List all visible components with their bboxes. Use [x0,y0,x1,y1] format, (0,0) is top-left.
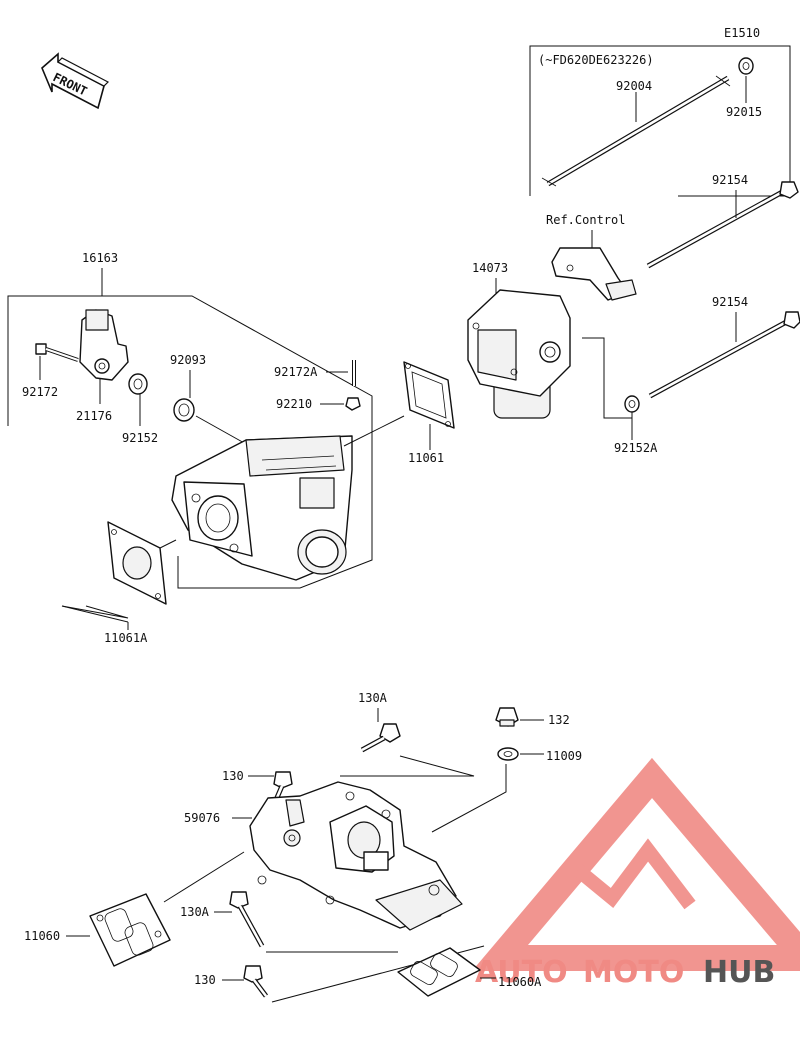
label-92154-lower: 92154 [712,295,748,309]
gasket-11061A [107,521,167,605]
label-92152: 92152 [122,431,158,445]
label-11060: 11060 [24,929,60,943]
bolt-130-bottom [243,965,268,998]
bolt-132 [495,707,519,727]
bolt-92154-lower [648,311,800,399]
throttle-position-sensor [79,309,129,381]
ref-control-label: Ref.Control [546,213,625,227]
serial-box [529,45,791,197]
label-92172A: 92172A [274,365,318,379]
label-130-bottom: 130 [194,973,216,987]
label-11060A: 11060A [498,975,542,989]
label-11061: 11061 [408,451,444,465]
automotohub-logo [472,757,800,971]
long-stud-92004 [541,75,731,187]
gasket-11060 [89,893,171,967]
bolt-92154-upper [646,181,799,269]
oring-92093 [173,398,195,422]
watermark-hub: HUB [703,955,775,990]
gasket-11061 [403,361,455,429]
label-92152A: 92152A [614,441,658,455]
label-11061A: 11061A [104,631,148,645]
control-bracket [551,247,637,301]
diagram-code: E1510 [724,26,760,40]
nut-92210 [345,397,361,411]
watermark-auto: AUTO [475,955,568,990]
label-16163: 16163 [82,251,118,265]
washer-92152A [624,395,640,413]
adapter-14073 [467,289,571,419]
label-59076: 59076 [184,811,220,825]
label-11009: 11009 [546,749,582,763]
label-14073: 14073 [472,261,508,275]
front-arrow-icon [41,52,110,110]
nut-92015 [738,57,754,75]
label-92210: 92210 [276,397,312,411]
gasket-11060A [397,947,481,997]
label-92093: 92093 [170,353,206,367]
label-130A-mid: 130A [180,905,210,919]
intake-manifold [249,781,463,931]
bolt-130-top [273,771,293,801]
label-92015: 92015 [726,105,762,119]
screw-92172 [35,343,79,362]
clip-92152 [128,373,148,395]
label-92004: 92004 [616,79,652,93]
label-130-top: 130 [222,769,244,783]
gasket-11009 [497,747,519,761]
throttle-body [171,435,353,581]
label-132: 132 [548,713,570,727]
bolt-130A-mid [229,891,265,948]
serial-note: (~FD620DE623226) [538,53,654,67]
label-92172: 92172 [22,385,58,399]
watermark-moto: MOTO [583,955,684,990]
label-21176: 21176 [76,409,112,423]
label-130A-top: 130A [358,691,388,705]
label-92154-upper: 92154 [712,173,748,187]
bolt-130A-top [360,723,401,753]
